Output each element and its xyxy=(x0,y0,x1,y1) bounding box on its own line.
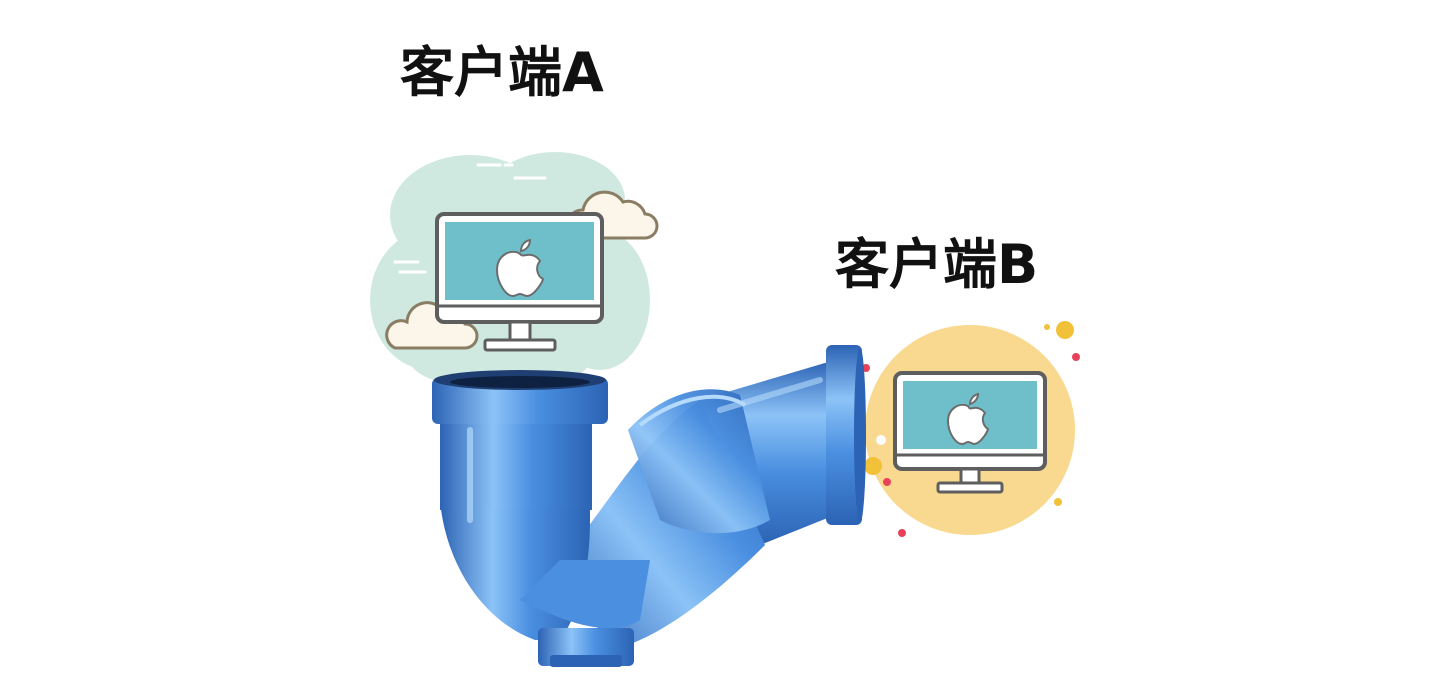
decor-dot xyxy=(1044,324,1050,330)
decor-dot xyxy=(876,435,886,445)
decor-dot xyxy=(1054,498,1062,506)
decor-dot xyxy=(864,457,882,475)
decor-dot xyxy=(883,478,891,486)
monitor-icon xyxy=(893,371,1047,494)
apple-logo-icon xyxy=(946,392,990,446)
client-a-label: 客户端A xyxy=(400,41,604,104)
pipe-icon xyxy=(432,345,866,667)
monitor-icon xyxy=(435,212,604,352)
decor-dot xyxy=(898,529,906,537)
decor-dot xyxy=(1056,321,1074,339)
cloud-lines xyxy=(393,163,547,274)
client-a-illustration xyxy=(370,152,659,390)
client-b-illustration xyxy=(862,321,1080,537)
client-b-label: 客户端B xyxy=(835,233,1039,296)
decor-dot xyxy=(1072,353,1080,361)
apple-logo-icon xyxy=(495,238,545,298)
